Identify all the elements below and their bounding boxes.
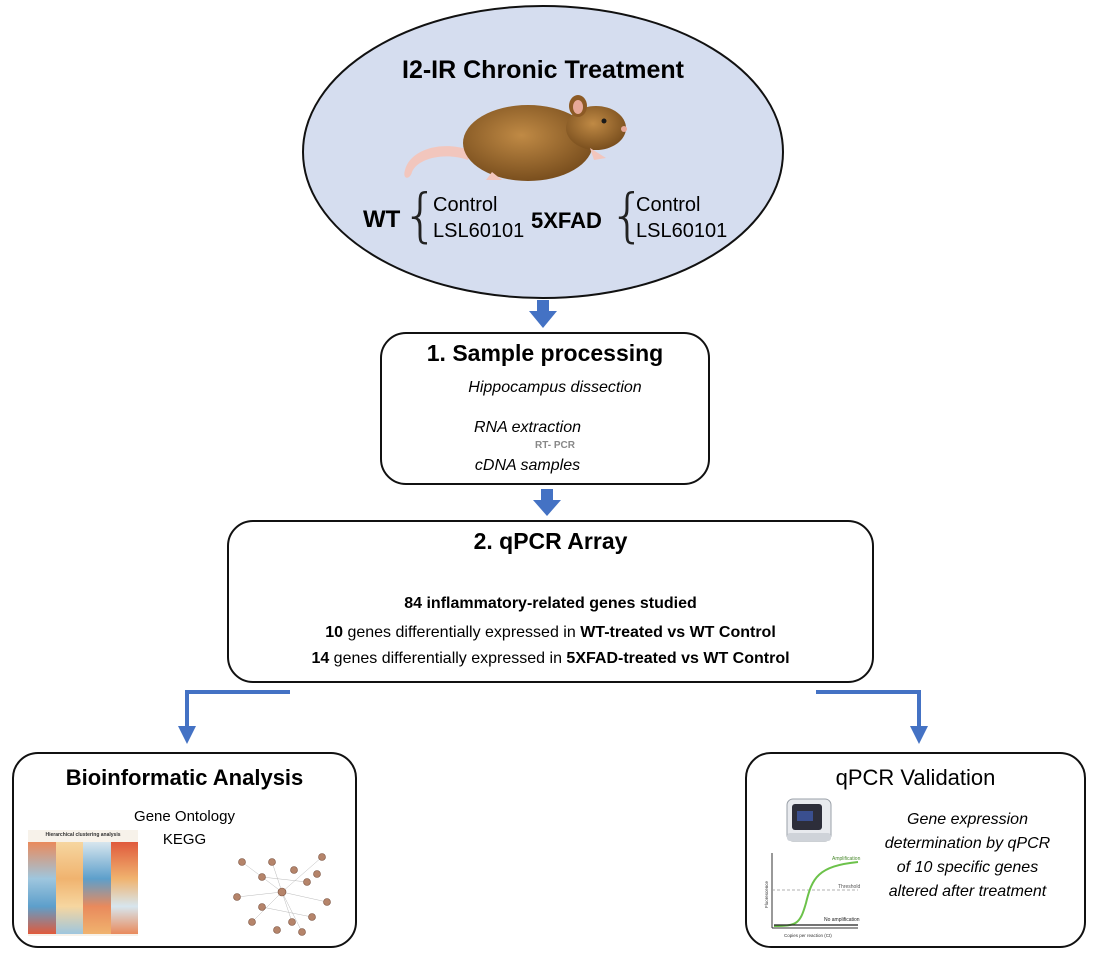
bioinformatic-title: Bioinformatic Analysis (65, 765, 304, 790)
plot-label-amplification: Amplification (832, 856, 861, 862)
step-note-rt-pcr: RT- PCR (535, 440, 575, 451)
mouse-illustration (404, 95, 627, 181)
brace-wt: { (402, 181, 439, 249)
arrow-to-sample-processing (529, 300, 557, 328)
treatment-title: I2-IR Chronic Treatment (402, 56, 684, 84)
brace-5xfad: { (609, 181, 646, 249)
connector-to-validation (816, 690, 921, 728)
step-hippocampus: Hippocampus dissection (468, 379, 642, 396)
amplification-plot: Amplification Threshold No amplification… (764, 853, 861, 938)
bioinformatic-methods: Gene Ontology KEGG (12, 805, 357, 851)
validation-line-2: determination by qPCR (884, 835, 1051, 852)
mouse-head (566, 106, 626, 150)
method-gene-ontology: Gene Ontology (134, 808, 235, 825)
finding-text: genes differentially expressed in (343, 624, 581, 641)
sample-processing-box (380, 332, 710, 485)
validation-description: Gene expression determination by qPCR of… (860, 808, 1075, 904)
validation-title: qPCR Validation (835, 765, 996, 790)
arm-wt-control: Control (433, 194, 498, 216)
qpcr-machine-illustration (786, 798, 832, 842)
heatmap-thumbnail: Hierarchical clustering analysis (28, 830, 138, 936)
mouse-foot-front (590, 148, 606, 160)
finding-comparison: WT-treated vs WT Control (580, 624, 776, 641)
finding-row: 10 genes differentially expressed in WT-… (227, 624, 874, 642)
method-kegg: KEGG (162, 831, 207, 848)
arrow-to-qpcr-array (533, 489, 561, 516)
mouse-ear-inner (573, 100, 583, 114)
qpcr-array-box (227, 520, 874, 683)
heatmap-title: Hierarchical clustering analysis (45, 832, 121, 838)
mouse-tail (404, 146, 470, 178)
group-name-wt: WT (363, 206, 401, 233)
plot-ylabel: Fluorescence (764, 880, 769, 908)
heatmap-col-4 (110, 842, 138, 934)
sample-processing-title: 1. Sample processing (426, 340, 664, 366)
mouse-body (463, 105, 593, 181)
plot-label-no-amplification: No amplification (824, 917, 860, 923)
mouse-foot-back (486, 172, 502, 180)
heatmap-col-1 (28, 842, 56, 934)
qpcr-array-title: 2. qPCR Array (473, 528, 628, 554)
heatmap-col-3 (83, 842, 111, 934)
finding-row: 14 genes differentially expressed in 5XF… (227, 650, 874, 668)
heatmap-columns (28, 842, 138, 934)
plot-label-threshold: Threshold (838, 884, 860, 890)
step-rna: RNA extraction (474, 419, 581, 436)
finding-text: genes differentially expressed in (329, 650, 567, 667)
validation-line-4: altered after treatment (888, 883, 1047, 900)
connector-to-bioinformatic-head (178, 726, 196, 744)
group-arms-wt: Control LSL60101 (433, 192, 524, 244)
mouse-nose (621, 126, 627, 132)
arm-5xfad-lsl60101: LSL60101 (636, 220, 728, 242)
validation-line-1: Gene expression (907, 811, 1028, 828)
finding-count: 10 (325, 624, 344, 641)
connector-to-bioinformatic (185, 690, 290, 728)
arm-wt-lsl60101: LSL60101 (433, 220, 525, 242)
qpcr-array-summary: 84 inflammatory-related genes studied (404, 595, 697, 612)
group-arms-5xfad: Control LSL60101 (636, 192, 727, 244)
network-thumbnail (233, 853, 331, 936)
heatmap-col-2 (55, 842, 83, 934)
validation-line-3: of 10 specific genes (896, 859, 1039, 876)
step-cdna: cDNA samples (474, 457, 581, 474)
mouse-eye (601, 118, 607, 124)
group-name-5xfad: 5XFAD (531, 208, 602, 233)
plot-xlabel: Copies per reaction (Ct) (784, 933, 832, 938)
arm-5xfad-control: Control (636, 194, 701, 216)
finding-comparison: 5XFAD-treated vs WT Control (566, 650, 790, 667)
finding-count: 14 (311, 650, 330, 667)
connector-to-validation-head (910, 726, 928, 744)
